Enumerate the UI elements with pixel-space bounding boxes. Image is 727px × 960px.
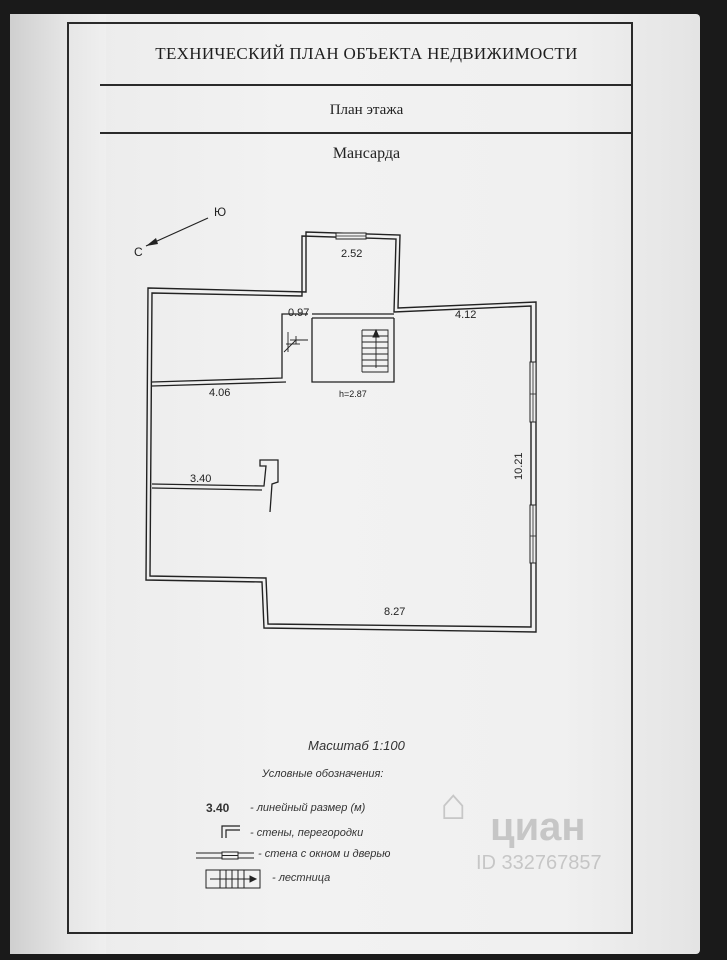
- dim-height: h=2.87: [339, 389, 367, 399]
- window-right-1: [529, 361, 537, 423]
- legend-item-walls: - стены, перегородки: [250, 827, 364, 839]
- watermark-logo-icon: ⌂: [440, 780, 467, 829]
- interior-walls: [151, 313, 395, 513]
- outer-walls: [145, 231, 537, 633]
- compass-arrow: [145, 217, 209, 247]
- document-page: [10, 14, 700, 954]
- watermark-brand: циан: [490, 805, 586, 849]
- compass-north-label: С: [134, 245, 143, 259]
- dim-left-upper: 4.06: [209, 387, 230, 399]
- document-subtitle: План этажа: [329, 102, 404, 118]
- window-top: [335, 232, 367, 240]
- scale-label: Масштаб 1:100: [308, 738, 405, 753]
- legend-wall-symbol: [221, 825, 240, 838]
- page-frame: [67, 22, 633, 934]
- dim-bottom: 8.27: [384, 606, 405, 618]
- stairs-small: [283, 332, 308, 353]
- legend-item-stairs: - лестница: [272, 872, 331, 884]
- document-title: ТЕХНИЧЕСКИЙ ПЛАН ОБЪЕКТА НЕДВИЖИМОСТИ: [155, 44, 578, 63]
- binding-spine: [10, 14, 106, 954]
- watermark-id: ID 332767857: [476, 852, 602, 874]
- dim-left-lower: 3.40: [190, 473, 211, 485]
- stairs-main: [361, 328, 389, 373]
- title-divider: [100, 84, 633, 86]
- subtitle-divider: [100, 132, 633, 134]
- floor-name: Мансарда: [332, 145, 401, 162]
- legend-item-dimension: - линейный размер (м): [250, 802, 366, 814]
- legend-heading: Условные обозначения:: [262, 768, 384, 780]
- legend-item-window-wall: - стена с окном и дверью: [258, 848, 391, 860]
- legend-window-symbol: [196, 851, 254, 860]
- legend-stairs-symbol: [205, 869, 261, 889]
- dim-right-side: 10.21: [513, 452, 525, 480]
- dim-stair-gap: 0.97: [288, 307, 309, 319]
- legend-dimension-symbol: 3.40: [206, 801, 230, 815]
- dim-top-room-width: 2.52: [341, 248, 362, 260]
- window-right-2: [529, 504, 537, 564]
- dim-right-top: 4.12: [455, 309, 476, 321]
- compass-south-label: Ю: [214, 205, 226, 219]
